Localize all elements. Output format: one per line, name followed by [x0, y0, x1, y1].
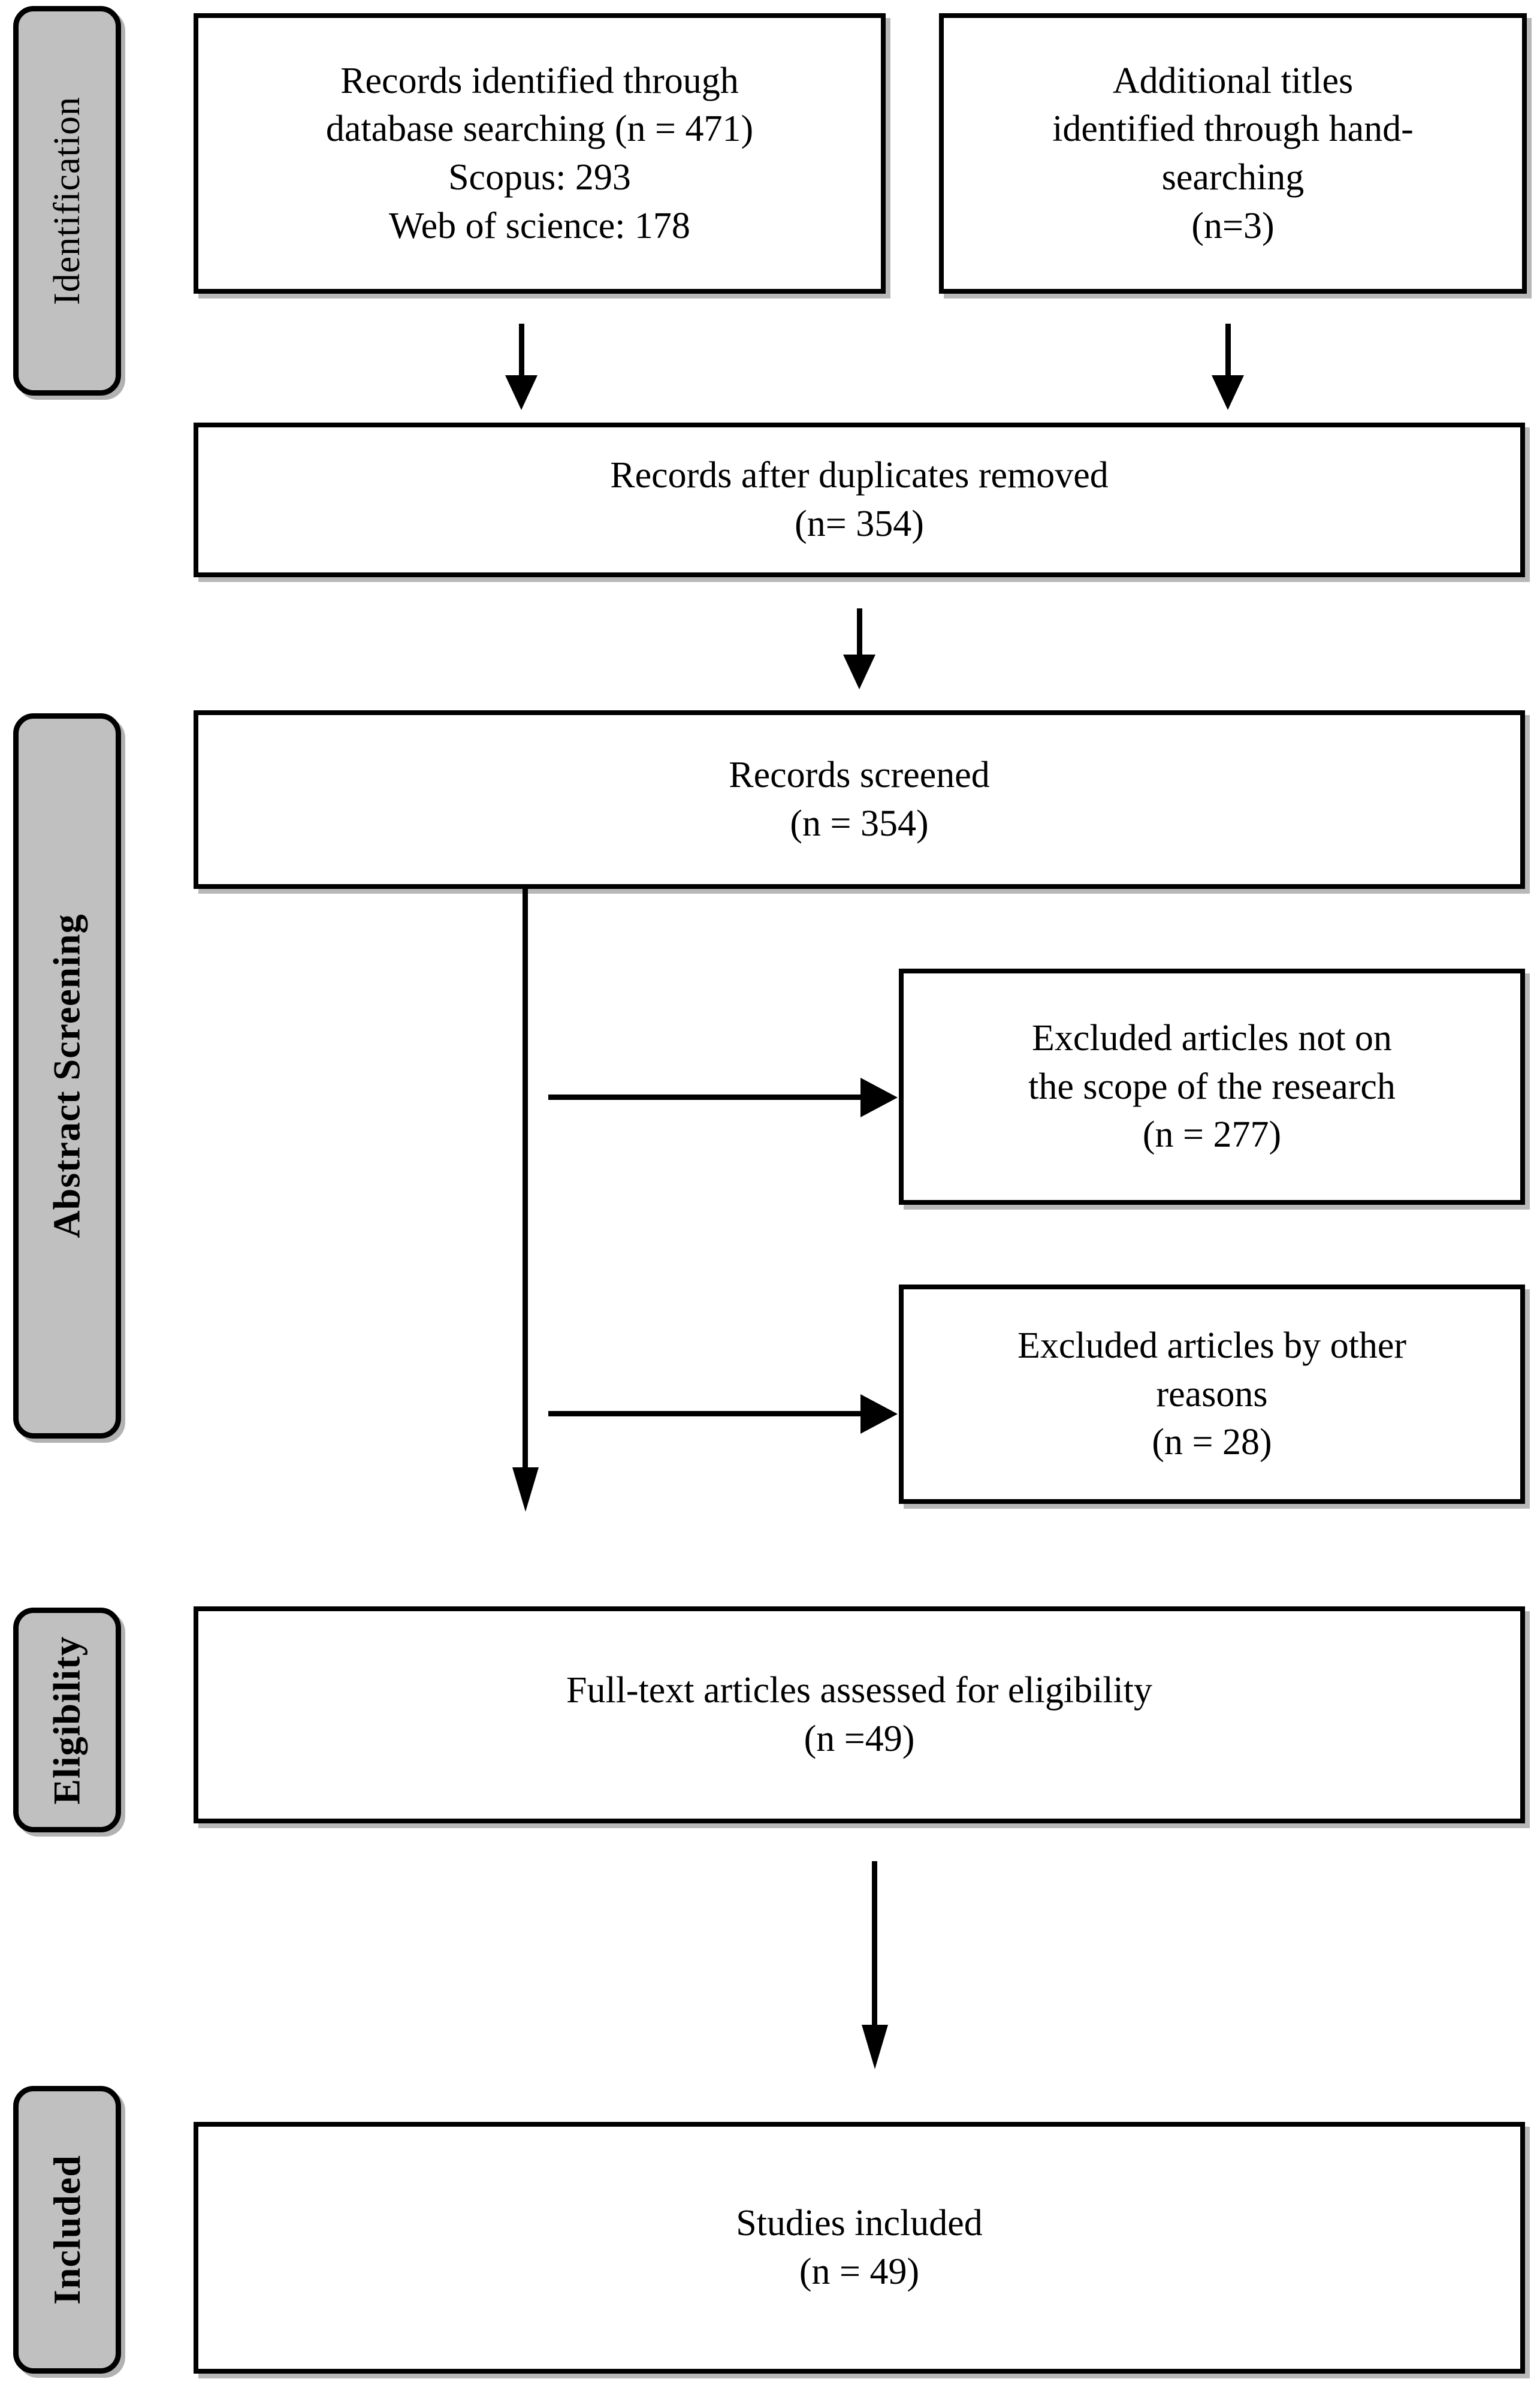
connector-screened-to-excluded-scope-arrowhead	[860, 1078, 898, 1117]
stage-pill-included: Included	[13, 2086, 121, 2374]
stage-label-abstract-screening: Abstract Screening	[46, 913, 88, 1238]
box-records-identified-database: Records identified through database sear…	[194, 13, 886, 294]
stage-label-identification: Identification	[47, 97, 88, 305]
box-full-text-assessed-eligibility: Full-text articles assessed for eligibil…	[194, 1606, 1525, 1823]
connector-database-to-duplicates-line	[519, 324, 524, 390]
stage-pill-eligibility: Eligibility	[13, 1608, 121, 1832]
connector-screened-to-excluded-scope-line	[548, 1095, 863, 1100]
box-records-screened: Records screened (n = 354)	[194, 710, 1525, 889]
box-text-additional-titles-hand-searching: Additional titles identified through han…	[1052, 60, 1414, 246]
connector-duplicates-to-screened-arrowhead	[843, 655, 875, 689]
box-text-studies-included: Studies included (n = 49)	[736, 2203, 983, 2292]
connector-duplicates-to-screened-line	[857, 608, 862, 668]
connector-screened-to-fulltext-arrowhead	[512, 1467, 539, 1512]
connector-screened-to-fulltext-line	[523, 889, 528, 1496]
connector-handsearch-to-duplicates-arrowhead	[1212, 375, 1244, 410]
connector-handsearch-to-duplicates-line	[1225, 324, 1231, 390]
box-text-records-screened: Records screened (n = 354)	[729, 755, 990, 844]
box-records-after-duplicates-removed: Records after duplicates removed (n= 354…	[194, 423, 1525, 577]
stage-label-included: Included	[46, 2155, 88, 2305]
box-additional-titles-hand-searching: Additional titles identified through han…	[939, 13, 1527, 294]
box-studies-included: Studies included (n = 49)	[194, 2122, 1525, 2374]
connector-fulltext-to-included-arrowhead	[862, 2025, 888, 2069]
connector-database-to-duplicates-arrowhead	[505, 375, 538, 410]
box-text-full-text-assessed-eligibility: Full-text articles assessed for eligibil…	[566, 1670, 1152, 1759]
stage-label-eligibility: Eligibility	[46, 1635, 88, 1805]
box-excluded-not-on-scope: Excluded articles not on the scope of th…	[899, 969, 1525, 1205]
connector-screened-to-excluded-other-arrowhead	[860, 1394, 898, 1434]
connector-screened-to-excluded-other-line	[548, 1411, 863, 1416]
box-text-records-after-duplicates-removed: Records after duplicates removed (n= 354…	[610, 455, 1109, 544]
connector-fulltext-to-included-line	[872, 1861, 877, 2053]
box-text-excluded-not-on-scope: Excluded articles not on the scope of th…	[1028, 1018, 1396, 1156]
box-text-records-identified-database: Records identified through database sear…	[325, 60, 754, 246]
stage-pill-abstract-screening: Abstract Screening	[13, 713, 121, 1439]
box-excluded-other-reasons: Excluded articles by other reasons (n = …	[899, 1285, 1525, 1504]
box-text-excluded-other-reasons: Excluded articles by other reasons (n = …	[1017, 1325, 1407, 1463]
stage-pill-identification: Identification	[13, 6, 121, 396]
